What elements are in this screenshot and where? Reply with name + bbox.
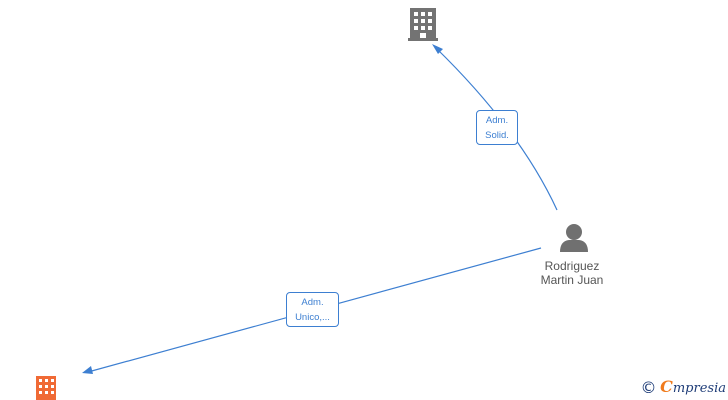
brand-watermark: © Cmpresia	[641, 377, 727, 397]
brand-logo: Cmpresia	[660, 377, 726, 396]
edge-label-line1: Adm.	[485, 115, 509, 126]
edge-label-line2: Unico,...	[295, 312, 330, 323]
person-name-line1: Rodriguez	[544, 259, 600, 273]
edge-label-adm-unico[interactable]: Adm. Unico,...	[286, 292, 339, 327]
brand-logo-initial: C	[660, 377, 673, 396]
building-icon[interactable]	[408, 8, 438, 41]
edge-adm-solid-arrowhead	[432, 44, 443, 54]
person-name-line2: Martin Juan	[540, 273, 604, 287]
person-name[interactable]: Rodriguez Martin Juan	[532, 259, 612, 287]
building-icon[interactable]	[34, 376, 58, 400]
brand-logo-text: mpresia	[672, 381, 726, 396]
edge-label-line1: Adm.	[301, 297, 324, 308]
edge-label-line2: Solid.	[485, 130, 509, 141]
edge-adm-unico-arrowhead	[82, 366, 93, 374]
person-icon[interactable]	[560, 224, 588, 252]
edge-label-adm-solid[interactable]: Adm. Solid.	[476, 110, 518, 145]
copyright-icon: ©	[640, 378, 657, 397]
